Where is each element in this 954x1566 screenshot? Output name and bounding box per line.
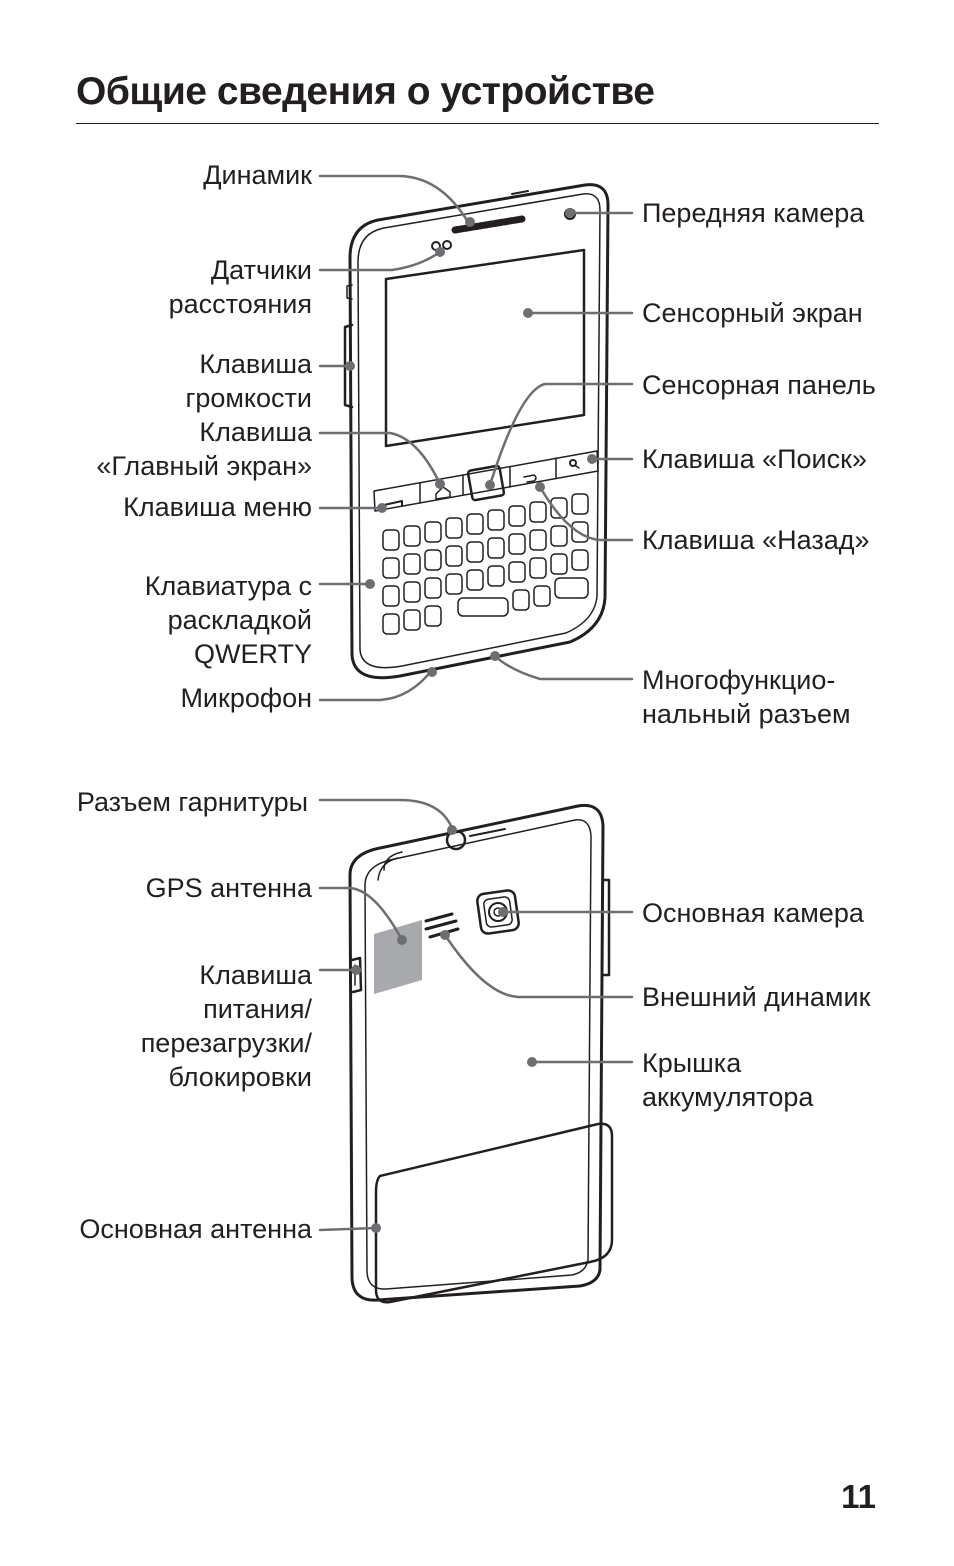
label-microphone: Микрофон [180, 683, 312, 713]
callout-lines [318, 174, 634, 1232]
callout-dots [345, 208, 597, 1233]
label-menu-key: Клавиша меню [123, 492, 312, 522]
title-rule [76, 123, 879, 124]
label-gps-antenna: GPS антенна [145, 873, 312, 903]
label-battery-cover: Крышка аккумулятора [642, 1048, 814, 1112]
page-title: Общие сведения о устройстве [76, 70, 655, 113]
label-home-key: Клавиша «Главный экран» [96, 417, 312, 481]
label-qwerty-keyboard: Клавиатура с раскладкой QWERTY [144, 571, 312, 669]
label-back-key: Клавиша «Назад» [642, 525, 870, 555]
back-phone-illustration [348, 803, 614, 1304]
label-volume-key: Клавиша громкости [185, 349, 312, 413]
label-external-speaker: Внешний динамик [642, 982, 871, 1012]
label-main-antenna: Основная антенна [79, 1214, 312, 1244]
label-front-camera: Передняя камера [642, 198, 865, 228]
label-touch-pad: Сенсорная панель [642, 370, 876, 400]
label-power-key: Клавиша питания/ перезагрузки/ блокировк… [140, 960, 312, 1092]
page-number: 11 [841, 1478, 876, 1515]
label-speaker: Динамик [203, 160, 312, 190]
label-search-key: Клавиша «Поиск» [642, 444, 867, 474]
label-proximity-sensors: Датчики расстояния [168, 255, 312, 319]
label-rear-camera: Основная камера [642, 898, 864, 928]
label-headset-jack: Разъем гарнитуры [76, 787, 308, 817]
front-phone-illustration [343, 183, 610, 680]
label-multipurpose-jack: Многофункцио- нальный разъем [642, 665, 851, 729]
label-touch-screen: Сенсорный экран [642, 298, 863, 328]
